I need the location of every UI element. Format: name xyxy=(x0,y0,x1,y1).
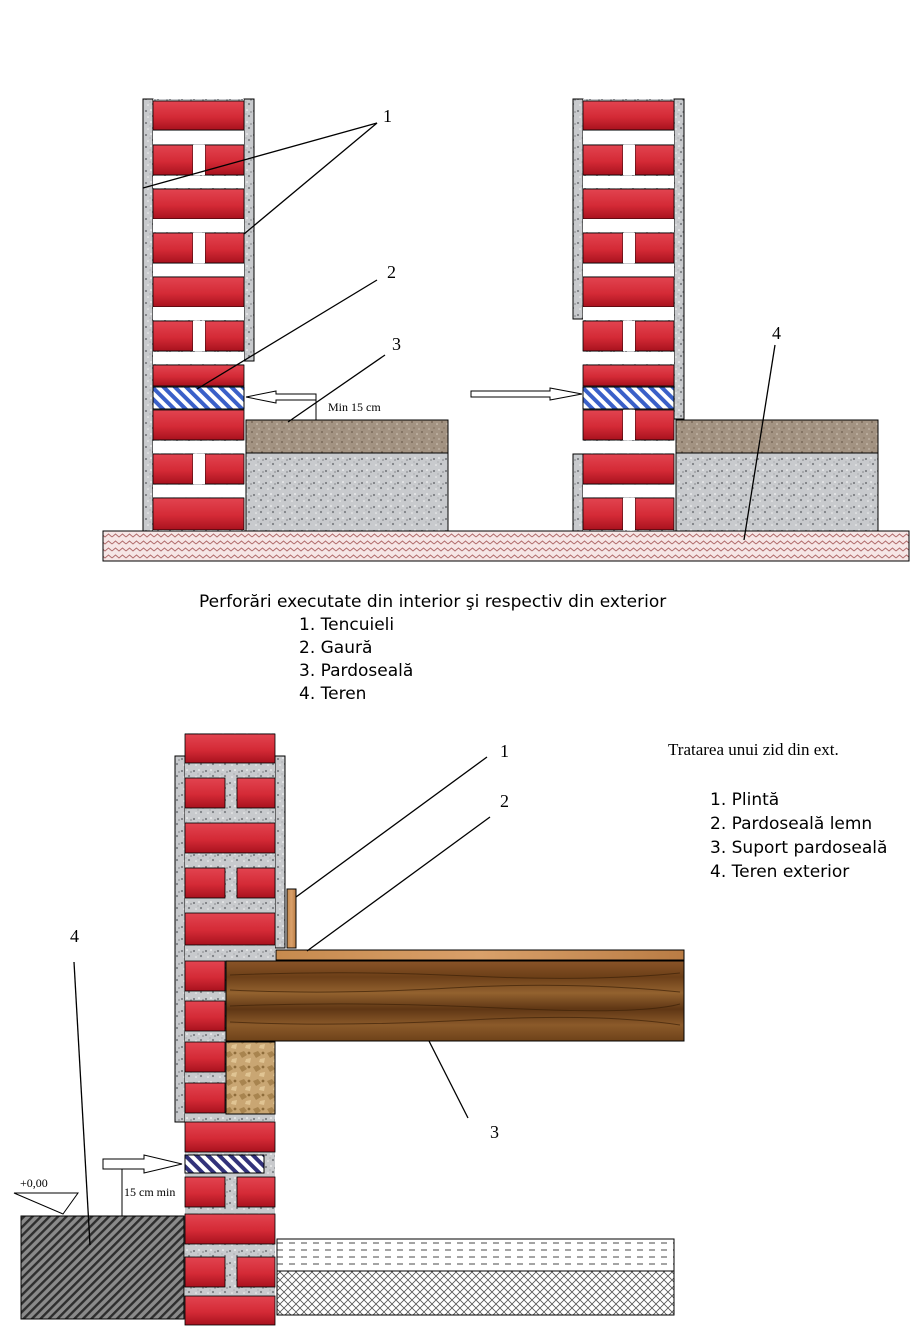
damp-proof-course xyxy=(184,1154,265,1174)
top-legend-item: 4. Teren xyxy=(299,684,367,704)
right-wall-bricks xyxy=(582,100,675,531)
bottom-legend-item: 2. Pardoseală lemn xyxy=(710,814,873,834)
top-callout-3: 3 xyxy=(392,334,401,354)
top-caption: Perforări executate din interior şi resp… xyxy=(199,591,666,706)
top-diagram: 1 2 3 4 Min 15 cm xyxy=(102,98,910,562)
exterior-drill-arrow xyxy=(470,387,583,401)
bottom-callout-2: 2 xyxy=(500,791,509,811)
right-wall xyxy=(572,98,685,532)
exterior-ground xyxy=(20,1215,185,1320)
interior-screed xyxy=(276,1238,675,1272)
top-callout-4: 4 xyxy=(772,323,781,343)
insulation-block xyxy=(225,1041,276,1115)
wall-bricks xyxy=(184,733,276,1326)
right-wall-plaster-left-lower xyxy=(572,453,584,532)
bottom-leader-lines xyxy=(73,756,491,1246)
top-callout-2: 2 xyxy=(387,262,396,282)
damp-course-arrow xyxy=(102,1154,183,1174)
top-legend-item: 1. Tencuieli xyxy=(299,615,395,635)
top-legend-item: 3. Pardoseală xyxy=(299,661,414,681)
right-wall-plaster-left-upper xyxy=(572,98,584,320)
bottom-callout-3: 3 xyxy=(490,1122,499,1142)
wall-plaster-inner xyxy=(274,755,286,949)
right-wall-plaster-right xyxy=(673,98,685,420)
bottom-callout-4: 4 xyxy=(70,926,79,946)
level-mark-label: +0,00 xyxy=(20,1176,48,1190)
top-caption-title: Perforări executate din interior şi resp… xyxy=(199,592,667,612)
top-ground xyxy=(102,530,910,562)
interior-drill-arrow xyxy=(245,390,317,404)
left-wall xyxy=(142,98,255,532)
wall-plaster-outer xyxy=(174,755,186,1123)
wood-grain xyxy=(229,972,681,1026)
skirting-board xyxy=(286,888,297,949)
top-leader-lines xyxy=(142,122,776,541)
floor-support-beam xyxy=(225,960,685,1042)
left-wall-hole xyxy=(152,386,245,410)
right-wall-hole xyxy=(582,386,675,410)
bottom-legend: 1. Plintă 2. Pardoseală lemn 3. Suport p… xyxy=(710,788,887,884)
bottom-diagram: 1 2 3 4 +0,00 15 cm min xyxy=(13,733,685,1326)
left-floor-concrete xyxy=(245,452,449,532)
bottom-dimension-label: 15 cm min xyxy=(124,1185,175,1199)
left-wall-plaster-left xyxy=(142,98,154,532)
top-callout-1: 1 xyxy=(383,106,392,126)
left-floor-screed xyxy=(245,419,449,454)
bottom-callout-1: 1 xyxy=(500,741,509,761)
level-mark xyxy=(13,1192,79,1215)
top-dimension-label: Min 15 cm xyxy=(328,400,381,414)
interior-fill xyxy=(276,1270,675,1316)
right-floor-screed xyxy=(675,419,879,454)
right-wall-joints xyxy=(583,131,674,530)
bottom-legend-item: 3. Suport pardoseală xyxy=(710,838,888,858)
left-wall-joints xyxy=(153,131,244,497)
bottom-legend-item: 1. Plintă xyxy=(710,790,780,810)
bottom-title: Tratarea unui zid din ext. xyxy=(668,740,839,759)
wood-floor-plank xyxy=(275,949,685,961)
top-legend-item: 2. Gaură xyxy=(299,638,373,658)
right-floor-concrete xyxy=(675,452,879,532)
bottom-legend-item: 4. Teren exterior xyxy=(710,862,850,882)
